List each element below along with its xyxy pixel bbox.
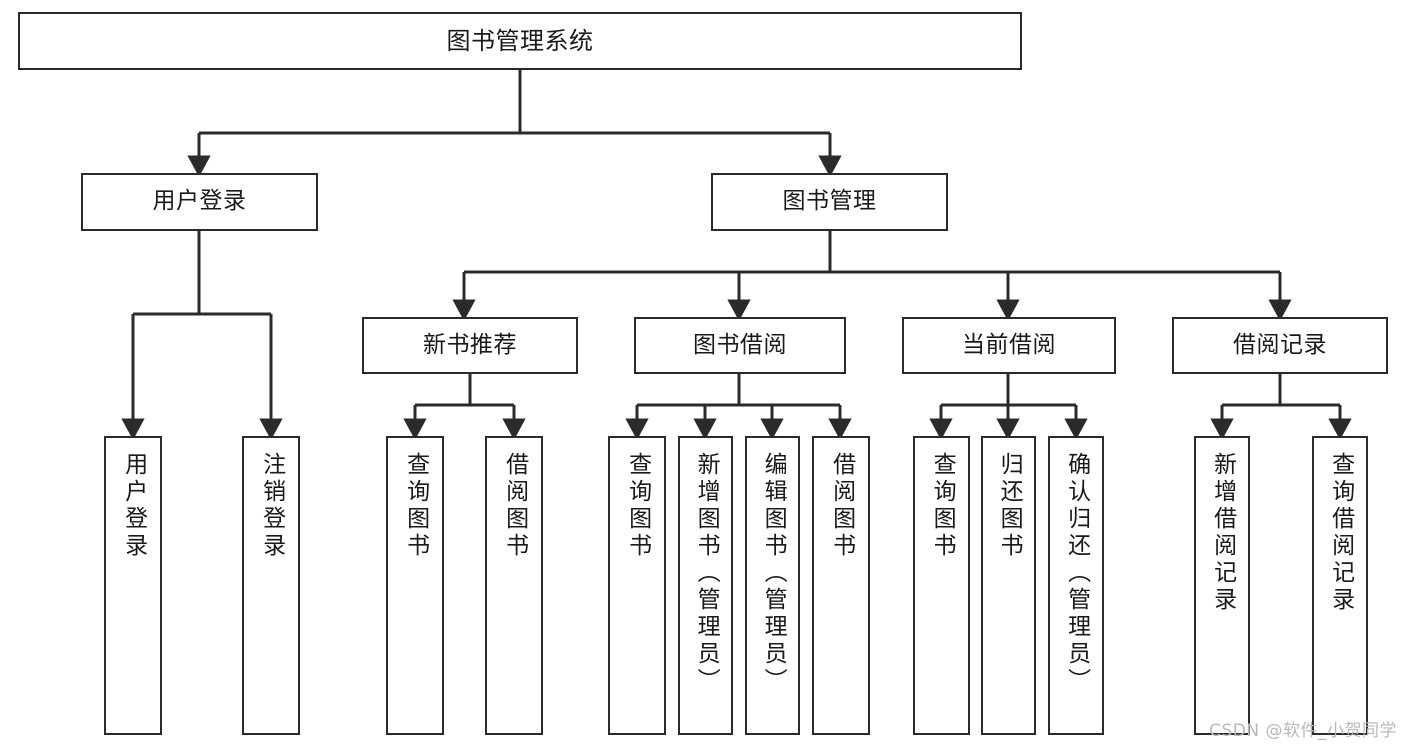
- node-label: 借阅图书: [828, 452, 855, 560]
- node-label: 图书管理: [782, 188, 877, 215]
- leaf-borrow-query-book[interactable]: 查询图书: [608, 436, 666, 735]
- leaf-record-add-borrow-record[interactable]: 新增借阅记录: [1194, 436, 1250, 735]
- csdn-watermark: CSDN @软件_小贺同学: [1209, 721, 1397, 741]
- node-label: 图书管理系统: [446, 26, 594, 55]
- leaf-user-login-logout[interactable]: 注销登录: [242, 436, 300, 735]
- node-label: 注销登录: [258, 452, 285, 560]
- node-label: 借阅图书: [501, 452, 528, 560]
- node-label: 借阅记录: [1233, 331, 1327, 358]
- leaf-current-confirm-return-admin[interactable]: 确认归还（管理员）: [1048, 436, 1104, 735]
- node-label: 新书推荐: [423, 331, 517, 358]
- leaf-new-book-borrow-book[interactable]: 借阅图书: [485, 436, 543, 735]
- leaf-new-book-query-book[interactable]: 查询图书: [386, 436, 444, 735]
- node-label: 查询图书: [929, 452, 956, 560]
- node-label: 图书借阅: [693, 331, 787, 358]
- leaf-borrow-edit-book-admin[interactable]: 编辑图书（管理员）: [745, 436, 800, 735]
- leaf-user-login-login[interactable]: 用户登录: [104, 436, 162, 735]
- node-label: 确认归还（管理员）: [1063, 452, 1090, 695]
- node-label: 用户登录: [120, 452, 147, 560]
- node-book-borrowing[interactable]: 图书借阅: [634, 317, 846, 374]
- leaf-current-query-book[interactable]: 查询图书: [913, 436, 970, 735]
- node-label: 编辑图书（管理员）: [760, 452, 787, 695]
- node-label: 新增借阅记录: [1209, 452, 1236, 614]
- node-label: 用户登录: [152, 188, 247, 215]
- leaf-borrow-borrow-book[interactable]: 借阅图书: [812, 436, 870, 735]
- node-label: 归还图书: [996, 452, 1023, 560]
- leaf-borrow-add-book-admin[interactable]: 新增图书（管理员）: [678, 436, 733, 735]
- node-borrowing-record[interactable]: 借阅记录: [1172, 317, 1388, 374]
- node-book-management[interactable]: 图书管理: [711, 173, 948, 231]
- node-root-book-management-system[interactable]: 图书管理系统: [18, 12, 1022, 70]
- node-user-login[interactable]: 用户登录: [81, 173, 318, 231]
- node-label: 查询图书: [624, 452, 651, 560]
- leaf-record-query-borrow-record[interactable]: 查询借阅记录: [1312, 436, 1368, 735]
- node-label: 当前借阅: [962, 331, 1056, 358]
- node-label: 查询借阅记录: [1327, 452, 1354, 614]
- node-label: 查询图书: [402, 452, 429, 560]
- node-current-borrowing[interactable]: 当前借阅: [902, 317, 1116, 374]
- node-new-book-recommendation[interactable]: 新书推荐: [362, 317, 578, 374]
- node-label: 新增图书（管理员）: [693, 452, 720, 695]
- leaf-current-return-book[interactable]: 归还图书: [981, 436, 1036, 735]
